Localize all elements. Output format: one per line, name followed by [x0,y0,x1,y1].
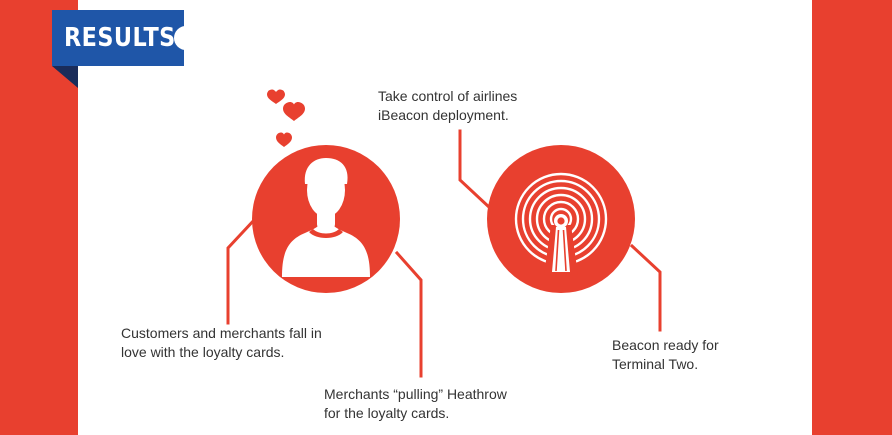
callout-airlines: Take control of airlines iBeacon deploym… [378,87,517,125]
connector-merchants [394,250,423,378]
beacon-signal-icon [487,145,635,293]
heart-icon [276,132,292,147]
callout-line: Merchants “pulling” Heathrow [324,386,507,402]
connector-customers [226,215,259,325]
callout-beacon: Beacon ready for Terminal Two. [612,336,719,374]
banner-fold [52,66,78,88]
callout-line: Beacon ready for [612,337,719,353]
callout-line: for the loyalty cards. [324,405,450,421]
right-red-bar [812,0,892,435]
callout-line: iBeacon deployment. [378,107,509,123]
heart-icon [283,102,305,121]
callout-line: Terminal Two. [612,356,699,372]
results-title: RESULTS [64,23,176,53]
callout-merchants: Merchants “pulling” Heathrow for the loy… [324,385,507,423]
results-banner: RESULTS [52,10,184,66]
callout-line: Take control of airlines [378,88,518,104]
callout-customers: Customers and merchants fall in love wit… [121,324,322,362]
callout-line: love with the loyalty cards. [121,344,285,360]
heart-icon [267,89,285,104]
banner-notch [174,26,184,50]
callout-line: Customers and merchants fall in [121,325,322,341]
connector-beacon [629,243,662,332]
connector-airlines [458,129,493,211]
connector-lines [226,129,662,378]
person-icon [252,145,400,293]
